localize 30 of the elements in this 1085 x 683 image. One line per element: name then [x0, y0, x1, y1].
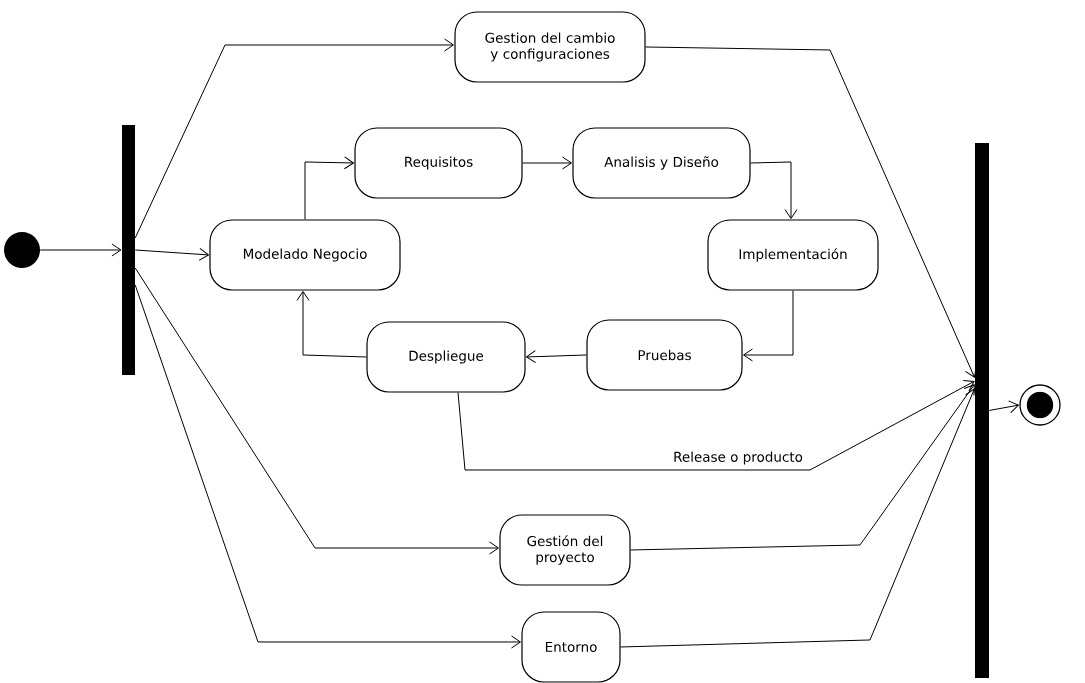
arrow	[620, 388, 978, 648]
arrow	[39, 243, 122, 257]
activity-box: Gestión del proyecto	[499, 514, 631, 586]
final-node	[1019, 384, 1061, 426]
edge-label: Release o producto	[672, 450, 804, 466]
arrow	[645, 46, 977, 378]
activity-box: Despliegue	[366, 321, 526, 393]
activity-box: Pruebas	[586, 319, 743, 391]
activity-box: Requisitos	[354, 127, 523, 199]
initial-node	[4, 232, 40, 268]
activity-box: Implementación	[707, 219, 879, 291]
arrow	[134, 267, 499, 555]
arrow	[743, 290, 794, 362]
activity-box: Modelado Negocio	[209, 219, 401, 291]
activity-box: Entorno	[521, 611, 621, 683]
fork-bar	[122, 125, 135, 375]
join-bar	[975, 143, 989, 678]
arrow	[134, 38, 454, 239]
arrow	[304, 156, 354, 220]
activity-box: Analisis y Diseño	[572, 127, 751, 199]
arrow	[296, 291, 367, 358]
arrow	[526, 350, 587, 364]
activity-box: Gestion del cambio y configuraciones	[454, 11, 646, 83]
arrow	[630, 384, 975, 551]
arrow	[522, 156, 572, 170]
arrow	[750, 161, 798, 219]
arrow	[457, 379, 975, 471]
arrow	[988, 400, 1019, 414]
arrow	[134, 247, 209, 261]
arrow	[134, 284, 521, 649]
